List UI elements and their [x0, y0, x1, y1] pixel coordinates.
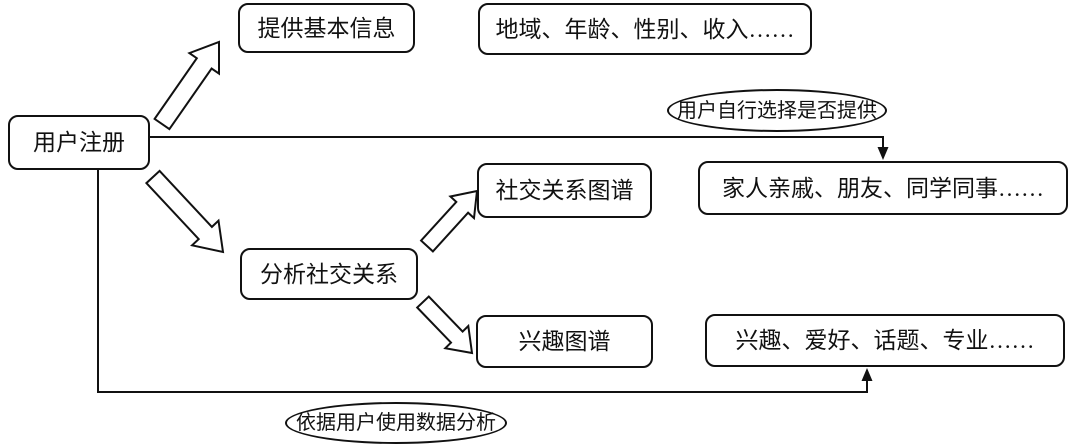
node-analyze-social: 分析社交关系	[240, 248, 418, 300]
node-social-detail-label: 家人亲戚、朋友、同学同事……	[722, 175, 1044, 201]
connector-register-to-interest-detail	[97, 170, 868, 393]
node-social-graph: 社交关系图谱	[477, 163, 652, 218]
annotation-usage-analysis-label: 依据用户使用数据分析	[296, 412, 496, 434]
node-analyze-social-label: 分析社交关系	[260, 261, 398, 287]
node-interest-detail-label: 兴趣、爱好、话题、专业……	[735, 328, 1035, 353]
node-social-detail: 家人亲戚、朋友、同学同事……	[698, 161, 1068, 215]
connector-register-to-social-detail	[150, 136, 884, 147]
node-provide-basic-info: 提供基本信息	[238, 3, 415, 53]
annotation-optional-provide: 用户自行选择是否提供	[667, 89, 887, 132]
block-arrow-analyze-to-social-graph-icon	[419, 189, 479, 253]
node-user-register-label: 用户注册	[33, 130, 125, 155]
block-arrow-register-to-analyze-icon	[144, 169, 225, 254]
block-arrow-analyze-to-interest-graph-icon	[415, 295, 474, 355]
annotation-optional-provide-label: 用户自行选择是否提供	[677, 99, 877, 122]
node-social-graph-label: 社交关系图谱	[495, 178, 634, 203]
block-arrow-register-to-basic-info-icon	[153, 40, 220, 131]
node-provide-basic-info-label: 提供基本信息	[257, 15, 396, 41]
node-basic-info-detail: 地域、年龄、性别、收入……	[478, 3, 812, 55]
node-interest-graph: 兴趣图谱	[476, 315, 653, 368]
annotation-usage-analysis: 依据用户使用数据分析	[285, 402, 507, 444]
node-basic-info-detail-label: 地域、年龄、性别、收入……	[495, 16, 795, 42]
arrowhead-up-icon	[861, 368, 873, 381]
node-interest-detail: 兴趣、爱好、话题、专业……	[705, 314, 1065, 367]
node-interest-graph-label: 兴趣图谱	[518, 329, 611, 354]
arrowhead-down-icon	[877, 147, 889, 160]
node-user-register: 用户注册	[8, 115, 150, 170]
